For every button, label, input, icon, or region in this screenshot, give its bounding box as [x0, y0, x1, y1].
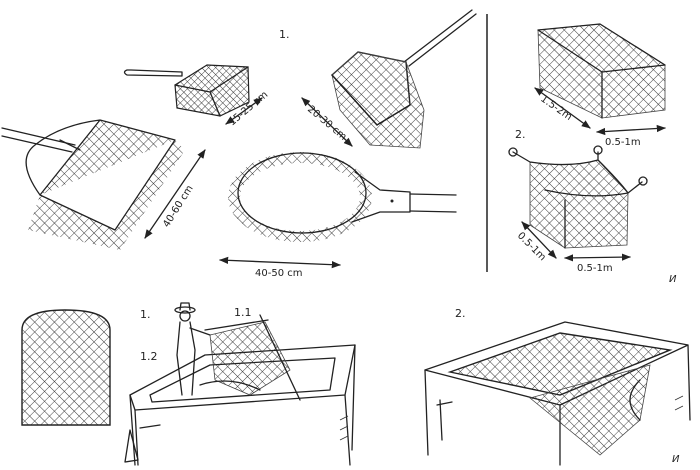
diamond-net [331, 9, 477, 149]
dimension-arrow [225, 97, 263, 125]
dimension-arrow [596, 124, 666, 136]
sub-label-1-1: 1.1 [234, 306, 252, 319]
dimension-arrow [144, 149, 206, 239]
top-left-panel: 1. 15-25 cm 20-30 cm 40-60 cm [1, 9, 477, 279]
sub-label-1-2: 1.2 [140, 350, 158, 363]
dimension-frame-box-width: 0.5-1m [605, 137, 641, 148]
dimension-arrow [521, 221, 557, 259]
dimension-arrow [534, 87, 591, 129]
fish-tank-with-person [124, 302, 356, 466]
rectangular-net-panel [21, 309, 111, 426]
dimension-arrow [301, 97, 353, 147]
dimension-arrow [219, 256, 341, 269]
dimension-arrow [564, 253, 631, 262]
dimension-oval-net: 40-50 cm [255, 268, 302, 279]
dimension-hanging-net-width: 0.5-1m [577, 263, 613, 274]
tank-with-net-frame [424, 321, 691, 466]
signature: И [672, 454, 680, 465]
section-number: 2. [455, 307, 466, 320]
hanging-net [508, 145, 648, 249]
small-basket-net [123, 64, 250, 117]
section-number: 2. [515, 128, 526, 141]
dimension-hanging-net-length: 0.5-1m [515, 230, 548, 263]
signature: И [669, 274, 677, 285]
section-number: 1. [279, 28, 290, 41]
bottom-left-panel: 1. 1.2 1.1 [21, 302, 356, 466]
section-number: 1. [140, 308, 151, 321]
oval-landing-net [228, 152, 457, 242]
bottom-right-panel: 2. И [424, 307, 691, 466]
square-landing-net [1, 119, 185, 250]
top-right-panel: 1.5-2m 0.5-1m 2. 0.5-1m 0.5-1m И [508, 23, 677, 285]
